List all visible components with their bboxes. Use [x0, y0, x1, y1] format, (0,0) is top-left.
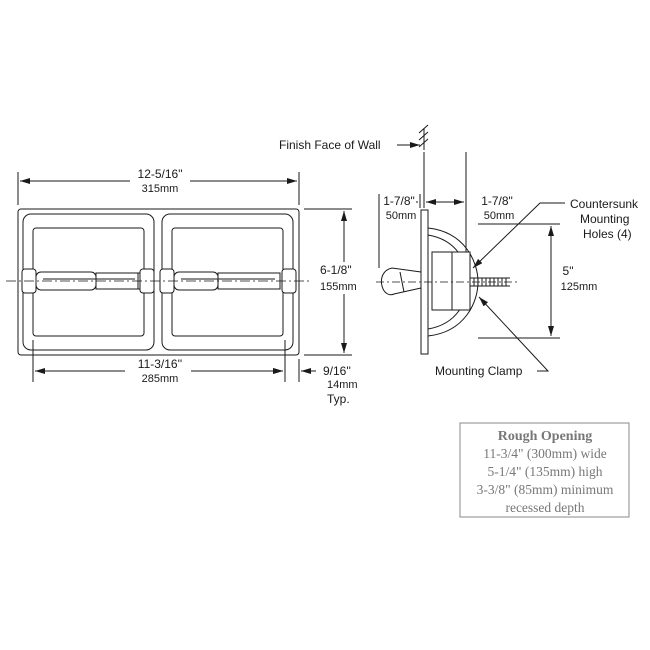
rough-opening-title: Rough Opening [498, 429, 593, 444]
projection-imperial: 1-7/8" [383, 194, 415, 208]
recess-imperial: 1-7/8" [481, 194, 513, 208]
flange-imperial: 9/16'' [323, 364, 351, 378]
flange-metric: 14mm [327, 379, 358, 391]
countersunk-label-line3: Holes (4) [583, 227, 632, 241]
rough-opening-line: 3-3/8" (85mm) minimum [477, 482, 614, 497]
projection-metric: 50mm [386, 210, 417, 222]
front-flange-outline [17, 208, 300, 356]
rough-opening-line: recessed depth [505, 500, 584, 515]
countersunk-leader [472, 202, 565, 269]
rough-opening-box: Rough Opening 11-3/4" (300mm) wide 5-1/4… [459, 422, 630, 518]
side-spindle-knob [380, 267, 422, 296]
wall-label: Finish Face of Wall [279, 138, 381, 152]
countersunk-label-line2: Mounting [580, 212, 629, 226]
mounting-clamp-block [431, 251, 471, 311]
countersunk-label-line1: Countersunk [570, 197, 639, 211]
overall-width-metric: 315mm [142, 183, 179, 195]
overall-width-imperial: 12-5/16" [138, 167, 183, 181]
side-flange [420, 209, 429, 355]
clamp-label: Mounting Clamp [435, 364, 523, 378]
clamp-leader [478, 296, 550, 372]
inner-width-imperial: 11-3/16'' [138, 357, 182, 371]
hole-spacing-metric: 125mm [561, 281, 598, 293]
side-view [376, 124, 565, 372]
rough-opening-line: 11-3/4" (300mm) wide [483, 446, 607, 461]
inner-width-metric: 285mm [142, 373, 179, 385]
height-metric: 155mm [320, 281, 357, 293]
flange-typ-note: Typ. [327, 392, 350, 406]
rough-opening-line: 5-1/4" (135mm) high [487, 464, 602, 479]
front-view [6, 172, 352, 382]
hole-spacing-imperial: 5" [563, 264, 574, 278]
height-imperial: 6-1/8" [320, 263, 352, 277]
recess-metric: 50mm [484, 210, 515, 222]
